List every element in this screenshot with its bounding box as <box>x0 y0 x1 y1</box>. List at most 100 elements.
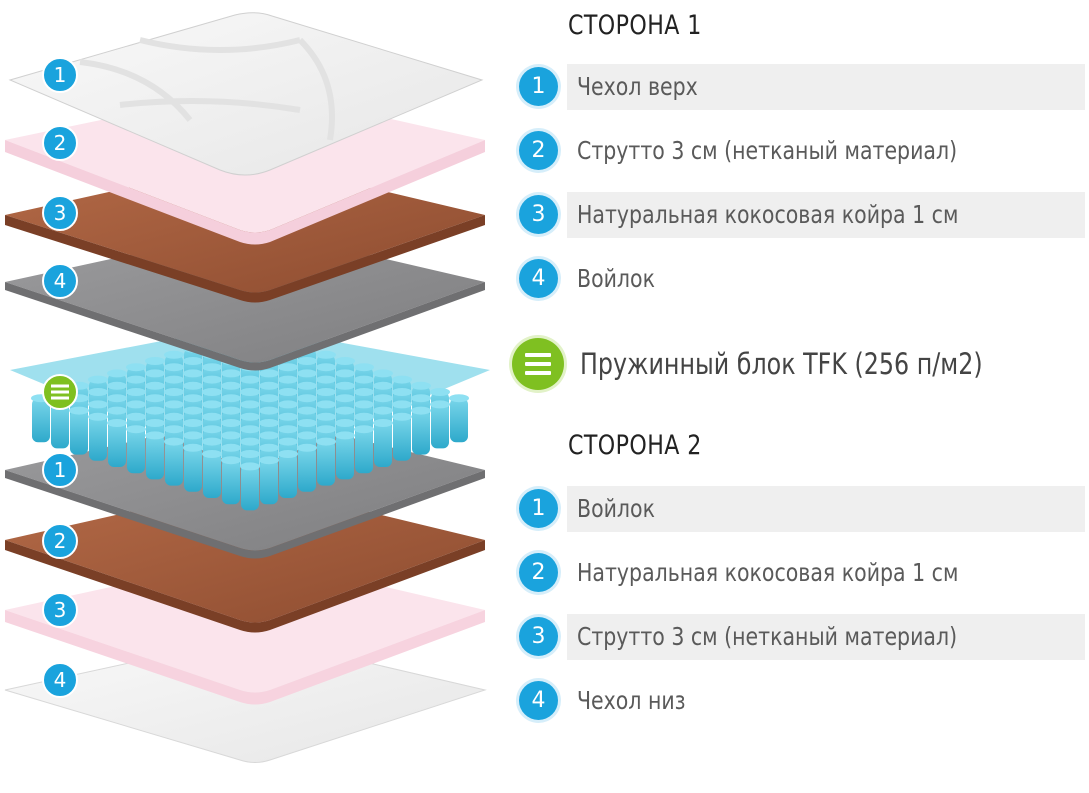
spring-coil-top <box>107 407 127 415</box>
spring-coil-top <box>164 351 184 359</box>
side-2-item-3: 3 Струтто 3 см (нетканый материал) <box>515 614 1085 660</box>
spring-coil-top <box>202 363 222 371</box>
spring-coil-top <box>145 431 165 439</box>
side-1-heading: СТОРОНА 1 <box>568 10 702 41</box>
spring-coil-top <box>221 419 241 427</box>
spring-coil-top <box>183 444 203 452</box>
top-layer-marker-1-label: 1 <box>54 63 67 87</box>
spring-coil-top <box>240 376 260 384</box>
spring-coil-top <box>183 407 203 415</box>
spring-coil-top <box>316 363 336 371</box>
side-2-item-2: 2 Натуральная кокосовая койра 1 см <box>515 550 1085 596</box>
number-badge: 4 <box>519 681 558 720</box>
spring-coil-top <box>316 388 336 396</box>
spring-coil-top <box>259 431 279 439</box>
spring-coil-top <box>354 425 374 433</box>
spring-coil-top <box>335 407 355 415</box>
layer-label: Струтто 3 см (нетканый материал) <box>577 128 957 174</box>
spring-coil-top <box>126 425 146 433</box>
spring-coil-top <box>411 394 431 402</box>
spring-coil-top <box>259 394 279 402</box>
spring-block-marker-line <box>51 385 69 388</box>
spring-coil-top <box>354 388 374 396</box>
spring-coil <box>279 454 297 498</box>
spring-coil-top <box>221 444 241 452</box>
spring-coil-top <box>145 357 165 365</box>
side-1-item-3: 3 Натуральная кокосовая койра 1 см <box>515 192 1085 238</box>
spring-coil-top <box>392 376 412 384</box>
spring-coil-top <box>145 419 165 427</box>
spring-coil-top <box>107 419 127 427</box>
spring-coil-top <box>107 369 127 377</box>
spring-coil-top <box>240 413 260 421</box>
spring-coil-top <box>354 413 374 421</box>
spring-coil-top <box>164 400 184 408</box>
spring-coil-top <box>164 425 184 433</box>
spring-coil-top <box>145 407 165 415</box>
spring-coil-top <box>354 400 374 408</box>
spring-block-marker-line <box>51 397 69 400</box>
spring-coil-top <box>316 376 336 384</box>
spring-coil-top <box>221 407 241 415</box>
spring-coil-top <box>240 438 260 446</box>
spring-coil-top <box>373 407 393 415</box>
spring-coil <box>336 435 354 479</box>
spring-coil-top <box>107 394 127 402</box>
spring-coil <box>165 442 183 486</box>
side-2-item-1: 1 Войлок <box>515 486 1085 532</box>
spring-coil-top <box>183 394 203 402</box>
spring-coil-top <box>221 382 241 390</box>
spring-coil-top <box>183 382 203 390</box>
number-badge: 1 <box>519 489 558 528</box>
spring-coil-top <box>297 369 317 377</box>
spring-coil-top <box>297 431 317 439</box>
spring-coil <box>89 417 107 461</box>
spring-coil-top <box>164 363 184 371</box>
spring-coil <box>431 404 449 448</box>
spring-coil <box>260 460 278 504</box>
spring-coil-top <box>145 369 165 377</box>
layer-label: Войлок <box>577 256 655 302</box>
spring-coil-top <box>335 382 355 390</box>
spring-coil-top <box>297 382 317 390</box>
spring-coil-top <box>449 394 469 402</box>
spring-coil <box>203 454 221 498</box>
spring-coil-top <box>316 351 336 359</box>
number-badge: 2 <box>519 553 558 592</box>
spring-coil-top <box>316 438 336 446</box>
spring-coil-top <box>335 357 355 365</box>
mattress-layers-illustration: 12341234 <box>0 0 500 793</box>
spring-coil-top <box>316 400 336 408</box>
spring-block-marker-line <box>51 391 69 394</box>
side-2-item-4: 4 Чехол низ <box>515 678 1085 724</box>
spring-coil-top <box>88 376 108 384</box>
layer-label: Чехол верх <box>577 64 698 110</box>
spring-coil-top <box>335 394 355 402</box>
spring-coil-top <box>278 388 298 396</box>
spring-coil <box>412 411 430 455</box>
spring-coil-top <box>164 413 184 421</box>
spring-coil-top <box>335 369 355 377</box>
spring-coil-top <box>183 419 203 427</box>
spring-coil-top <box>126 388 146 396</box>
spring-coil <box>298 448 316 492</box>
spring-coil <box>51 404 69 448</box>
spring-coil-top <box>126 413 146 421</box>
spring-coil-top <box>411 407 431 415</box>
spring-coil-top <box>164 376 184 384</box>
spring-coil-top <box>259 407 279 415</box>
spring-coil-top <box>126 363 146 371</box>
spring-block-item: Пружинный блок TFK (256 п/м2) <box>512 338 1082 394</box>
spring-coil-top <box>354 376 374 384</box>
spring-coil-top <box>430 388 450 396</box>
spring-coil-top <box>278 376 298 384</box>
spring-coil-top <box>183 369 203 377</box>
spring-coil-top <box>183 431 203 439</box>
spring-coil-top <box>240 388 260 396</box>
spring-coil-top <box>259 419 279 427</box>
spring-coil-top <box>145 394 165 402</box>
spring-coil-top <box>297 444 317 452</box>
layer-label: Войлок <box>577 486 655 532</box>
spring-coil-top <box>221 369 241 377</box>
spring-coil-top <box>335 431 355 439</box>
